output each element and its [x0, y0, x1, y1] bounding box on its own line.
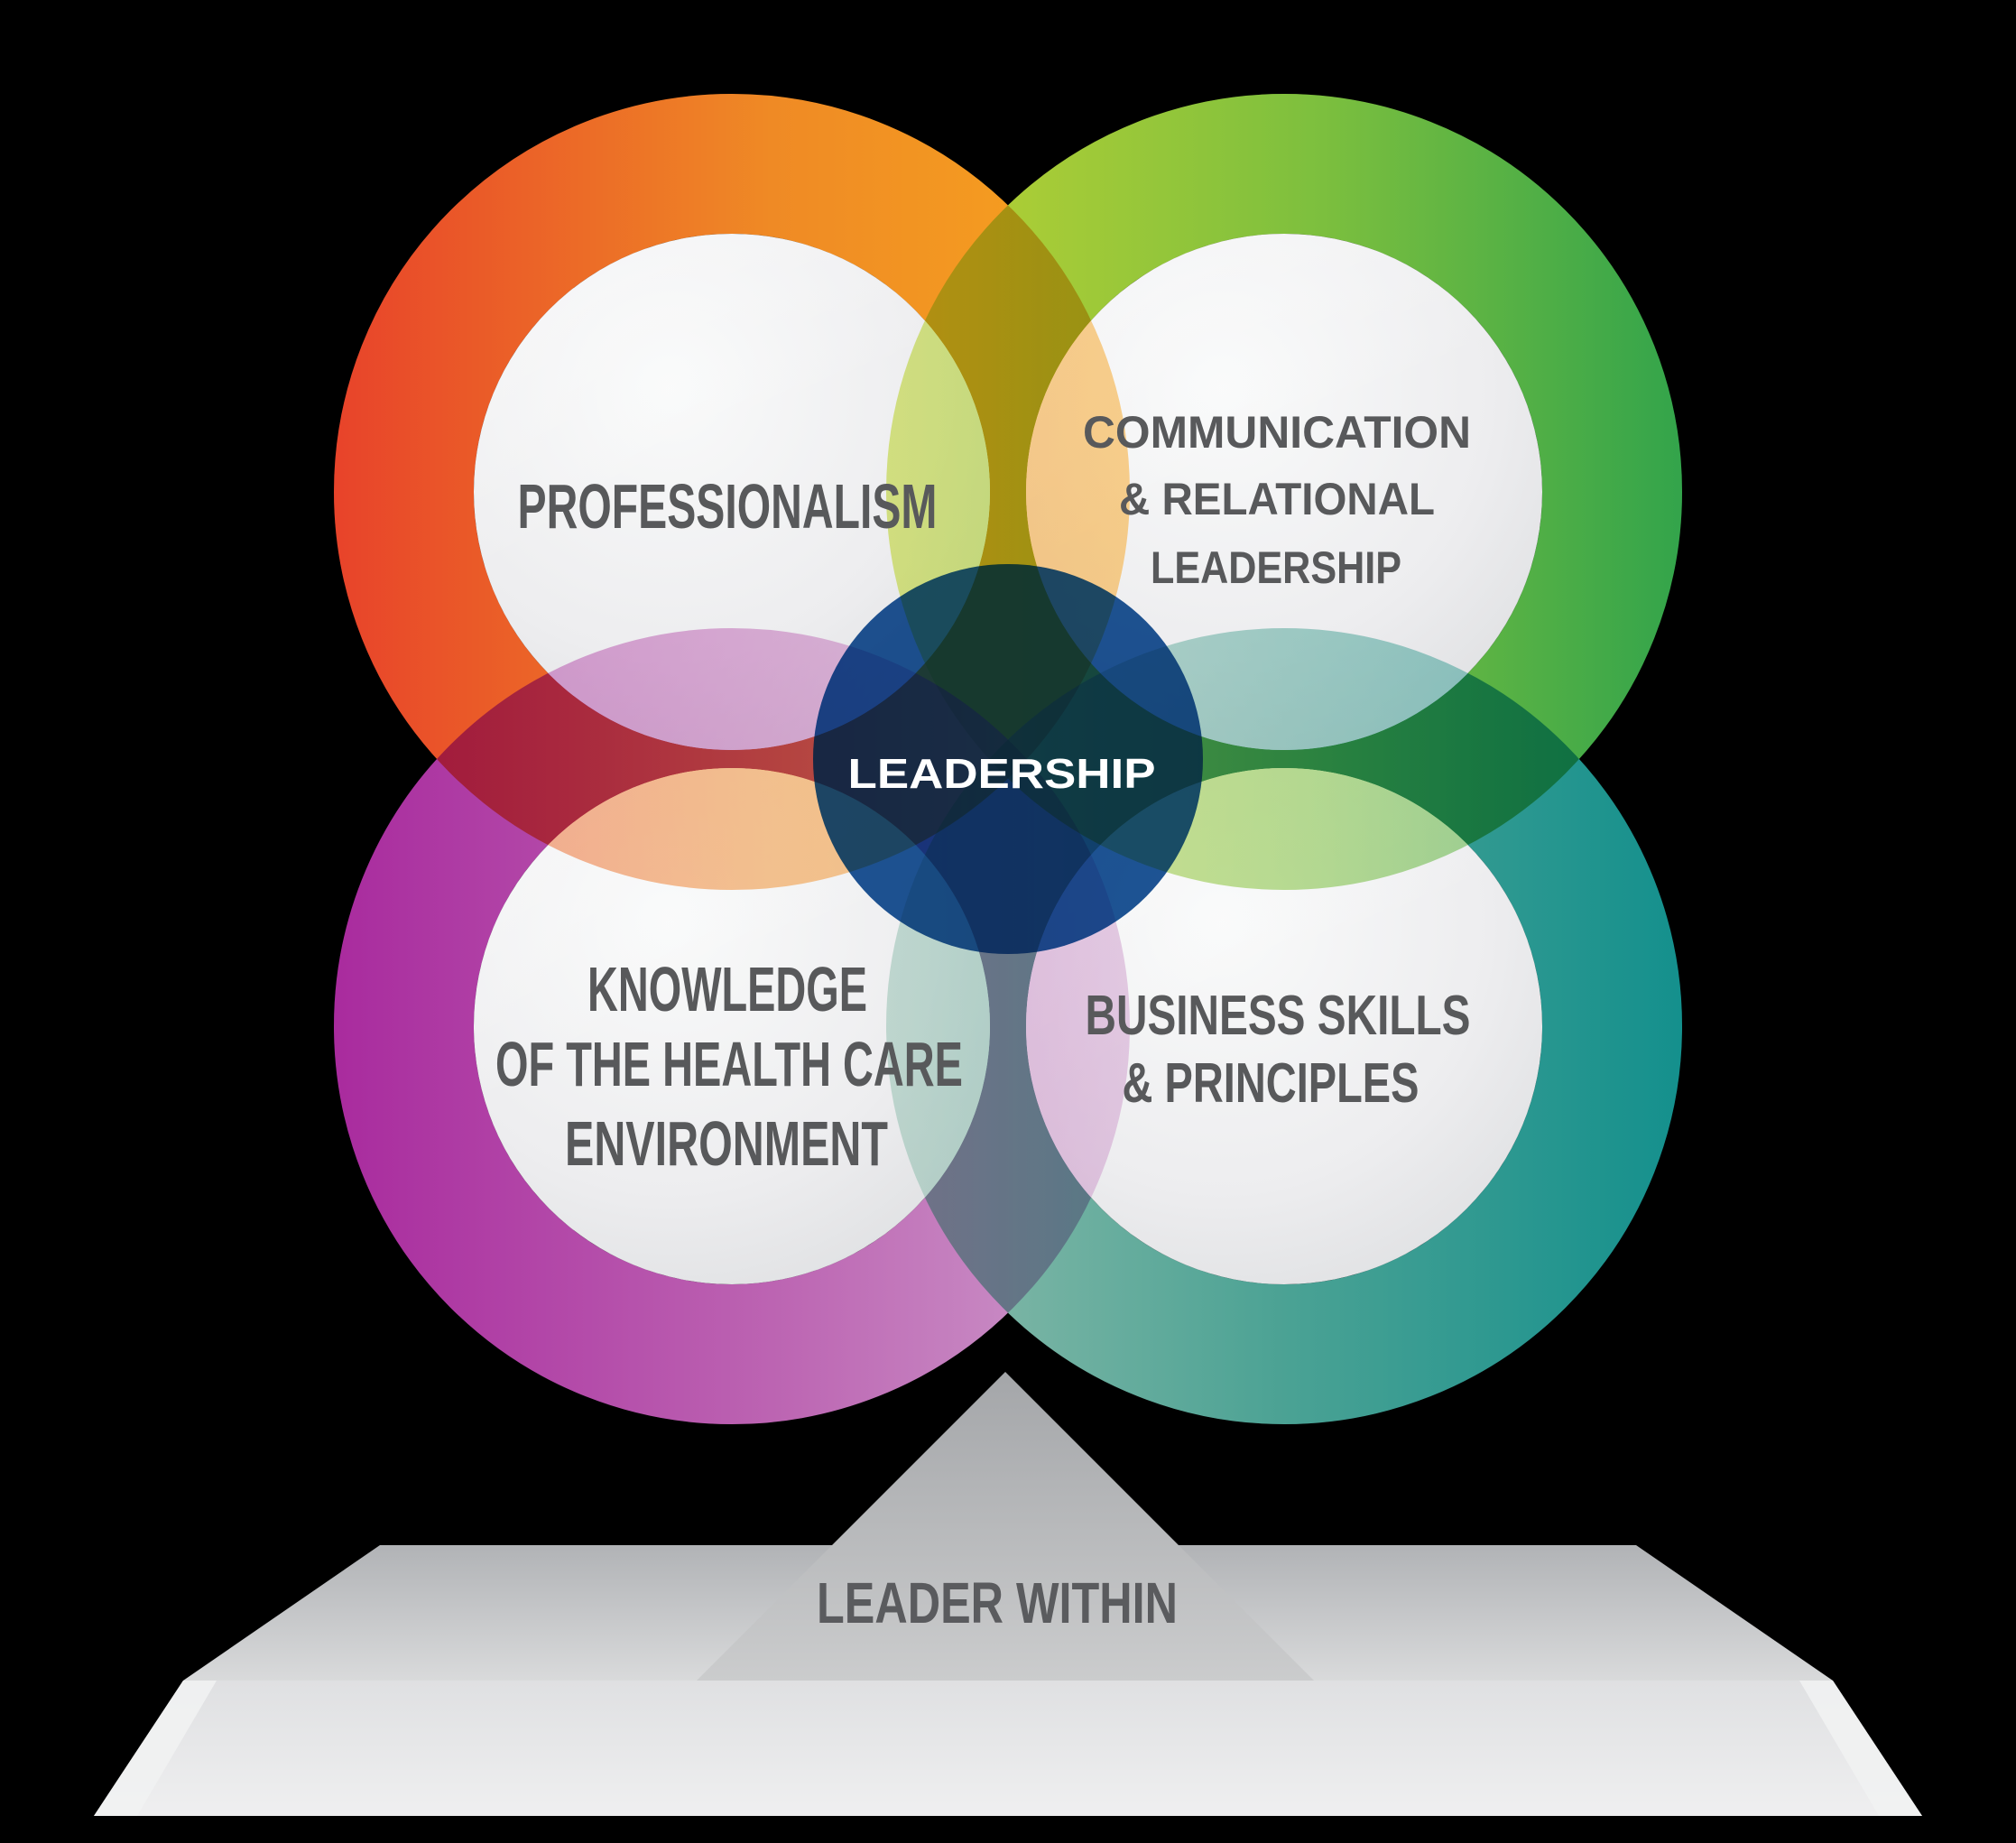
pedestal-base-left-bevel	[94, 1681, 217, 1816]
label-knowledge-line1: KNOWLEDGE	[587, 954, 867, 1024]
label-business-line2: & PRINCIPLES	[1123, 1052, 1420, 1115]
pedestal-base	[94, 1681, 1922, 1816]
center-circle	[813, 564, 1203, 954]
label-communication-line1: COMMUNICATION	[1083, 407, 1471, 458]
labels: PROFESSIONALISM COMMUNICATION & RELATION…	[495, 407, 1471, 1635]
label-communication-line2: & RELATIONAL	[1119, 474, 1435, 524]
label-knowledge-line3: ENVIRONMENT	[565, 1108, 888, 1179]
pedestal	[94, 1372, 1922, 1816]
inner-discs	[474, 234, 1542, 1284]
washed-band-overlaps	[474, 234, 1542, 1284]
pedestal-base-right-bevel	[1799, 1681, 1922, 1816]
label-leadership-center: LEADERSHIP	[848, 750, 1156, 797]
label-knowledge-line2: OF THE HEALTH CARE	[495, 1029, 963, 1099]
label-leader-within: LEADER WITHIN	[817, 1570, 1178, 1635]
pedestal-spike	[697, 1372, 1314, 1681]
label-business-line1: BUSINESS SKILLS	[1086, 985, 1471, 1047]
label-professionalism: PROFESSIONALISM	[518, 471, 938, 542]
label-communication-line3: LEADERSHIP	[1151, 542, 1401, 593]
